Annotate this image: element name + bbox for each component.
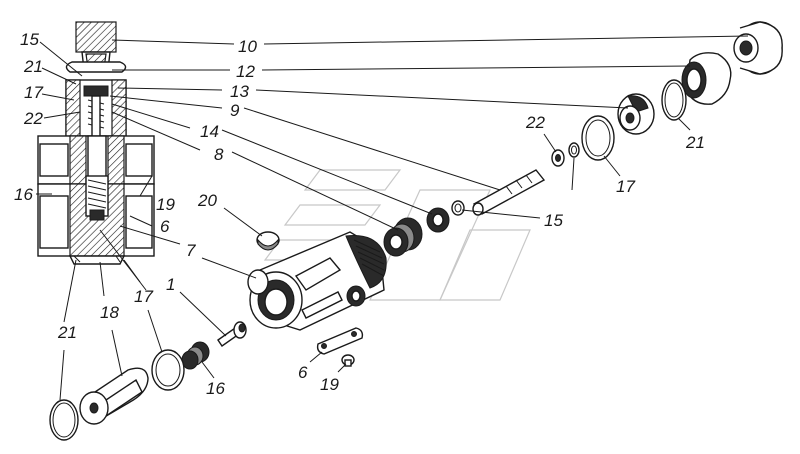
- callout-12: 12: [236, 62, 255, 81]
- part-14-washer: [426, 207, 450, 233]
- sectional-assembly-view: [37, 21, 155, 265]
- part-22-ring-right: [551, 149, 565, 167]
- callout-16-bottom: 16: [206, 379, 225, 398]
- callout-18: 18: [100, 303, 119, 322]
- part-7-housing: [247, 231, 387, 331]
- callout-6-left: 6: [160, 217, 170, 236]
- part-10-cap: [733, 21, 783, 75]
- callout-6-bottom: 6: [298, 363, 308, 382]
- callout-14: 14: [200, 122, 219, 141]
- callout-17-right: 17: [616, 177, 635, 196]
- callout-13: 13: [230, 82, 249, 101]
- part-15-washer: [451, 200, 465, 216]
- callout-20: 20: [197, 191, 217, 210]
- part-21-snap-ring-right: [661, 79, 687, 121]
- part-12-boot: [681, 52, 732, 105]
- callout-19-left: 19: [156, 195, 175, 214]
- callout-16-left: 16: [14, 185, 33, 204]
- part-21-snap-ring-bottom: [49, 399, 79, 441]
- part-6-cover-plate: [316, 327, 364, 355]
- callout-22-left: 22: [23, 109, 43, 128]
- part-20-plug: [256, 231, 280, 251]
- callout-15-right: 15: [544, 211, 563, 230]
- part-19-screw: [341, 354, 355, 367]
- part-17-o-ring-bottom: [151, 349, 185, 391]
- part-18-plunger: [79, 367, 149, 425]
- callout-19-bottom: 19: [320, 375, 339, 394]
- part-9-pushrod: [472, 169, 546, 216]
- callout-15-left: 15: [20, 30, 39, 49]
- part-8-spring: [383, 217, 423, 257]
- leader-lines: [36, 35, 749, 401]
- callout-8: 8: [214, 145, 224, 164]
- callout-21-left: 21: [23, 57, 43, 76]
- callout-9: 9: [230, 101, 240, 120]
- part-16-spring: [181, 341, 210, 370]
- callout-7: 7: [186, 241, 196, 260]
- callout-17-bottom: 17: [134, 287, 153, 306]
- callout-1: 1: [166, 275, 175, 294]
- callout-22-right: 22: [525, 113, 545, 132]
- part-17-o-ring-right: [581, 115, 615, 161]
- callout-10: 10: [238, 37, 257, 56]
- callout-21-right: 21: [685, 133, 705, 152]
- callout-17-left: 17: [24, 83, 43, 102]
- part-13-guide: [617, 93, 655, 135]
- callout-labels: 10 12 13 9 14 8 15 21 17 22 16 19 20 6 7…: [14, 30, 705, 398]
- callout-21-bottom: 21: [57, 323, 77, 342]
- part-15-ring-right: [568, 142, 580, 158]
- part-1-valve-stem: [217, 321, 247, 347]
